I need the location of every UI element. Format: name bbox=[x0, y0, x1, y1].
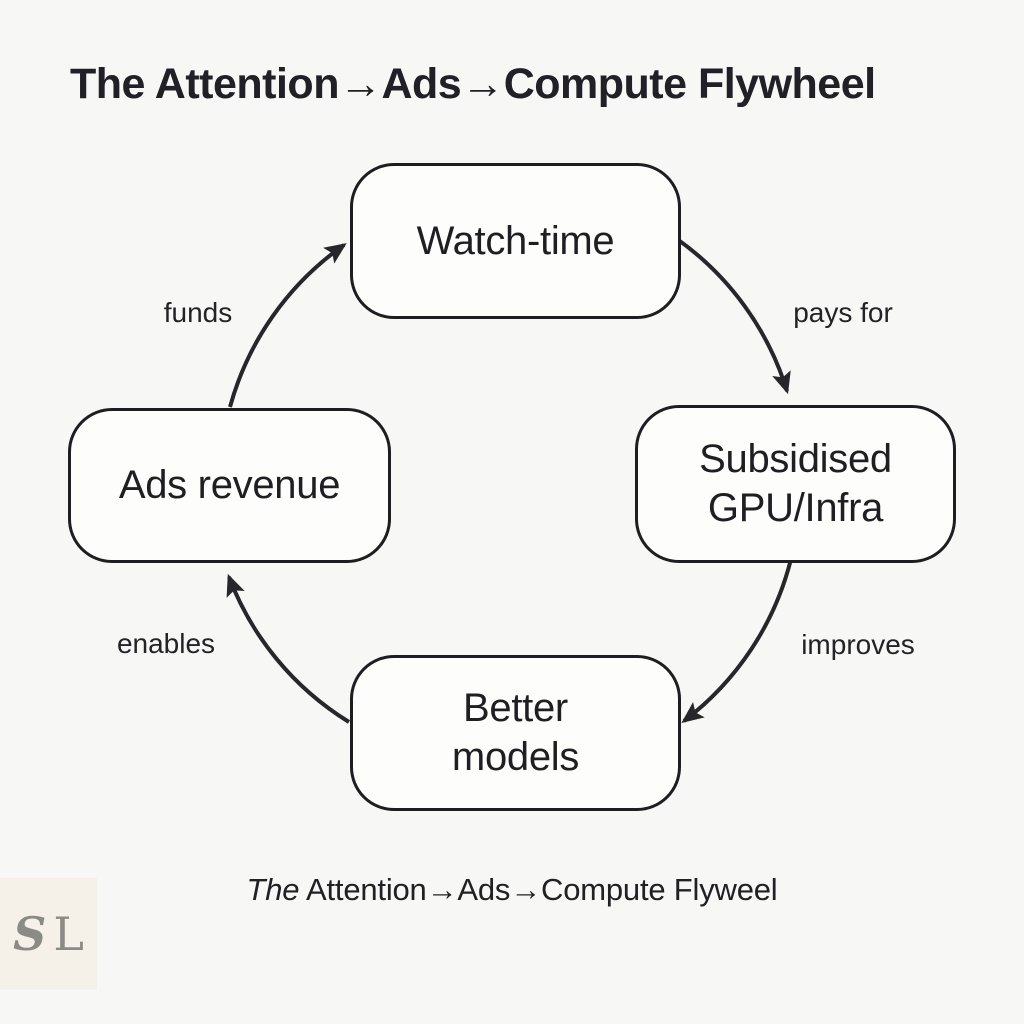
node-ads-revenue-label: Ads revenue bbox=[118, 463, 341, 508]
logo-letter-l: L bbox=[53, 907, 84, 961]
node-better-models-label: Better models bbox=[451, 686, 580, 779]
node-subsidised-gpu-infra-label: Subsidised GPU/Infra bbox=[699, 437, 892, 530]
node-watch-time-label: Watch-time bbox=[416, 218, 615, 263]
node-better-models: Better models bbox=[350, 655, 681, 811]
edge-pays-for-arrow bbox=[675, 237, 791, 395]
caption-rest: Attention→Ads→Compute Flyweel bbox=[299, 872, 778, 907]
edge-label-pays-for: pays for bbox=[793, 297, 893, 328]
sl-logo: S L bbox=[0, 878, 97, 990]
diagram-title: The Attention→Ads→Compute Flywheel bbox=[70, 60, 876, 108]
edge-improves-arrow bbox=[681, 558, 793, 723]
edge-funds-arrow bbox=[228, 243, 347, 408]
node-ads-revenue: Ads revenue bbox=[68, 408, 391, 563]
node-subsidised-gpu-infra: Subsidised GPU/Infra bbox=[635, 405, 956, 563]
caption-lead-word: The bbox=[246, 872, 300, 907]
node-watch-time: Watch-time bbox=[350, 163, 681, 319]
edge-enables-arrow bbox=[226, 573, 351, 724]
caption: The Attention→Ads→Compute Flyweel bbox=[0, 872, 1024, 908]
edge-label-enables: enables bbox=[116, 628, 216, 659]
edge-label-funds: funds bbox=[163, 297, 233, 328]
edge-label-improves: improves bbox=[801, 629, 915, 660]
logo-letter-s: S bbox=[13, 907, 47, 961]
